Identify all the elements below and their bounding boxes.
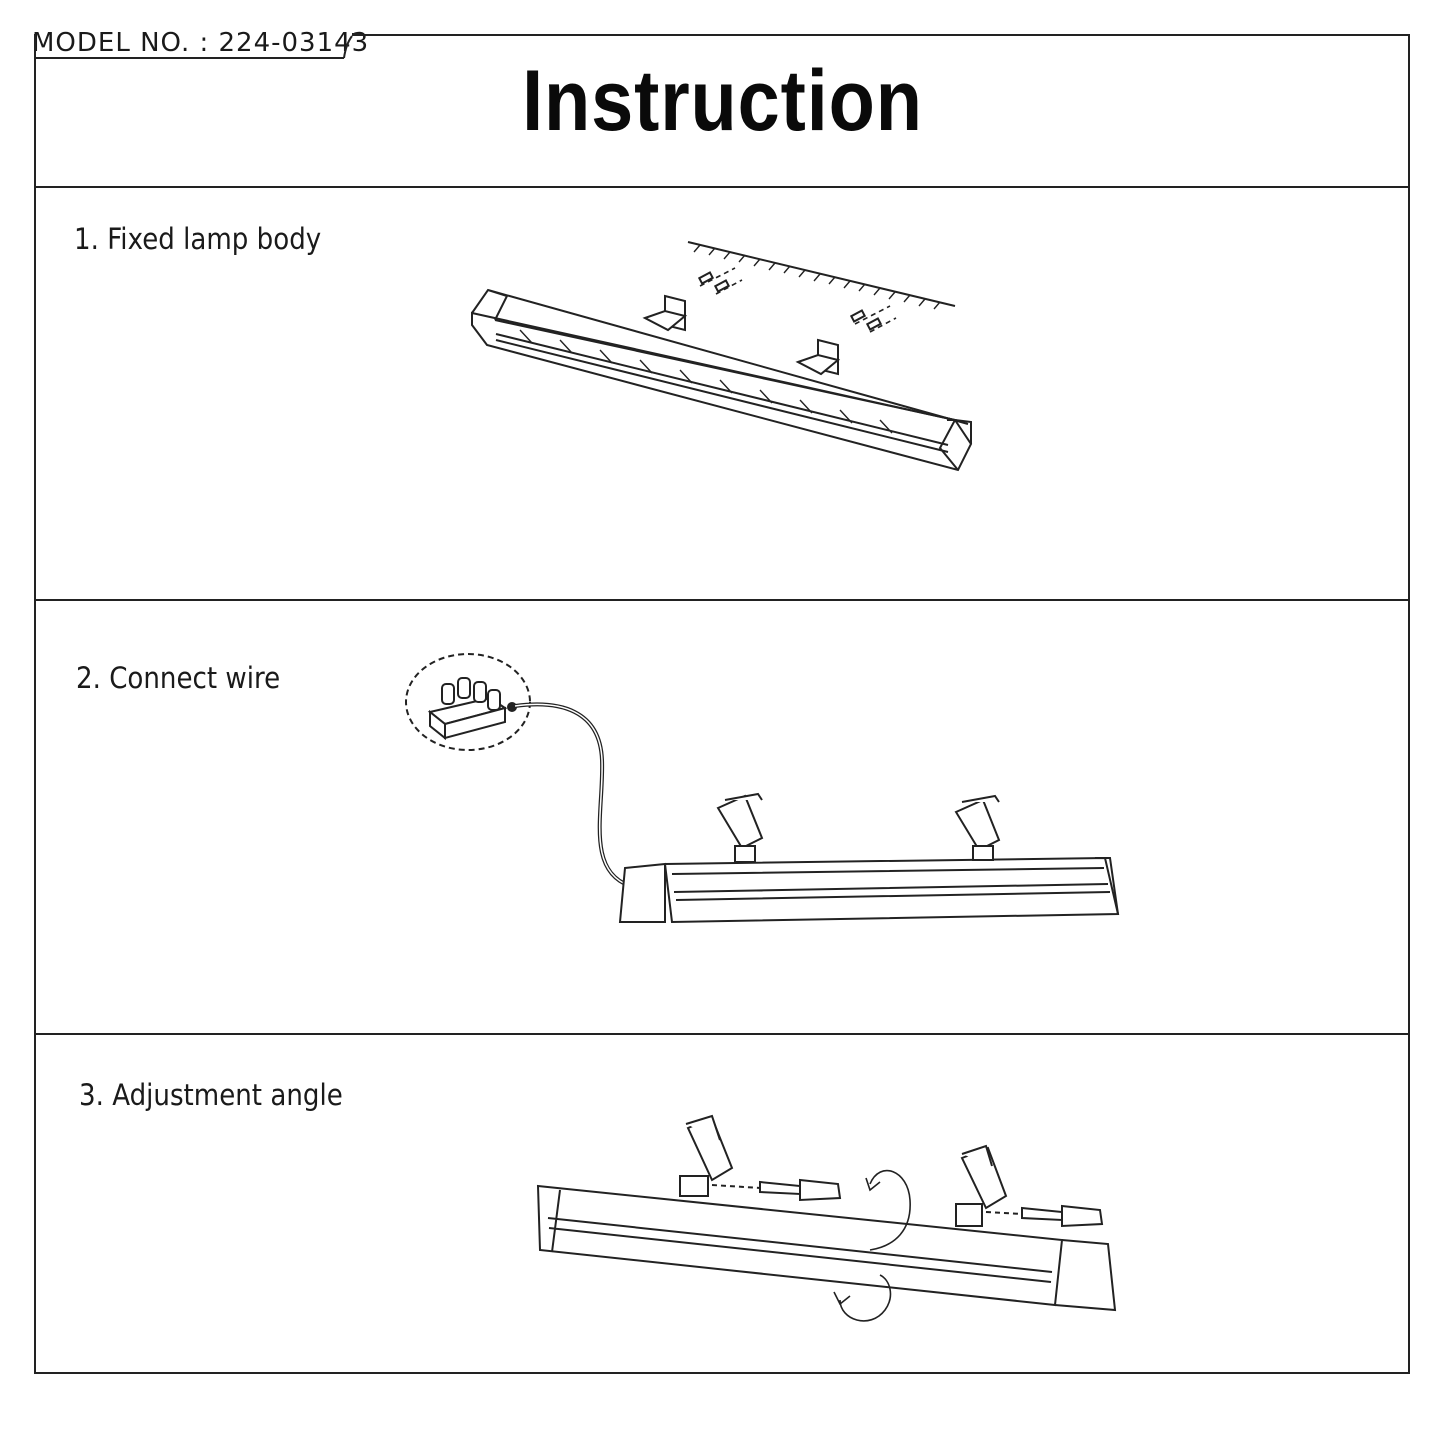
divider-2: [34, 599, 1410, 601]
page-title: Instruction: [522, 53, 923, 149]
divider-1: [34, 186, 1410, 188]
model-number: MODEL NO. : 224-03143: [32, 28, 370, 58]
step-1-label: 1. Fixed lamp body: [74, 222, 322, 256]
instruction-frame: [34, 34, 1410, 1374]
step-2-label: 2. Connect wire: [76, 661, 281, 695]
frame-top-border: [352, 34, 1410, 36]
step-3-label: 3. Adjustment angle: [79, 1078, 343, 1112]
divider-3: [34, 1033, 1410, 1035]
